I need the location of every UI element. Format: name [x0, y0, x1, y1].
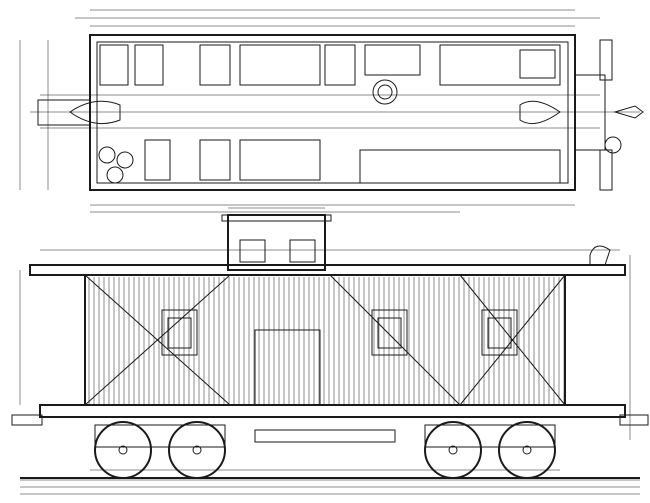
end-sill-right: [519, 100, 561, 125]
coupler-left: [37, 99, 91, 126]
seat: [199, 139, 231, 181]
seat: [324, 44, 356, 86]
wheel: [424, 421, 482, 479]
water-can: [106, 166, 124, 184]
locker: [519, 49, 556, 79]
desk: [364, 44, 421, 76]
window: [161, 309, 198, 356]
seat: [134, 44, 164, 86]
underframe: [39, 404, 626, 418]
side-elevation: [11, 207, 649, 495]
plan-dimension-lines: [19, 9, 600, 213]
water-can: [116, 151, 134, 169]
cupola-window: [239, 239, 266, 263]
axle: [118, 445, 128, 455]
step: [599, 149, 613, 191]
grab-iron: [589, 245, 611, 266]
cupboard: [239, 44, 321, 86]
axle: [192, 445, 202, 455]
stove: [372, 79, 398, 105]
axle: [522, 445, 532, 455]
interior-fixtures: [37, 39, 644, 191]
wheel: [168, 421, 226, 479]
cupboard: [239, 139, 321, 181]
elevation-dimension-lines: [19, 207, 640, 495]
window: [371, 309, 408, 356]
end-sill-left: [69, 100, 121, 125]
seat: [199, 44, 231, 86]
inner-wall: [96, 41, 569, 184]
air-reservoir: [254, 429, 396, 443]
cupola-roof: [221, 214, 332, 222]
coupler-right: [619, 414, 649, 426]
step: [599, 39, 613, 81]
truck-frame: [424, 424, 556, 448]
wheel: [94, 421, 152, 479]
water-can: [98, 146, 116, 164]
door: [254, 329, 321, 406]
truck-frame: [94, 424, 226, 448]
axle: [448, 445, 458, 455]
plan-view: [19, 9, 644, 213]
end-platform: [574, 74, 606, 151]
wheel: [498, 421, 556, 479]
locker: [99, 44, 129, 86]
window: [481, 309, 518, 356]
roof: [29, 264, 626, 276]
coupler-left: [11, 414, 43, 426]
coupler: [613, 105, 644, 119]
siding-boards: [88, 277, 565, 404]
seat-cushion: [359, 149, 561, 184]
seat: [144, 139, 171, 181]
seat-cushion: [439, 44, 561, 86]
brake-wheel: [604, 136, 622, 154]
cupola-window: [289, 239, 316, 263]
